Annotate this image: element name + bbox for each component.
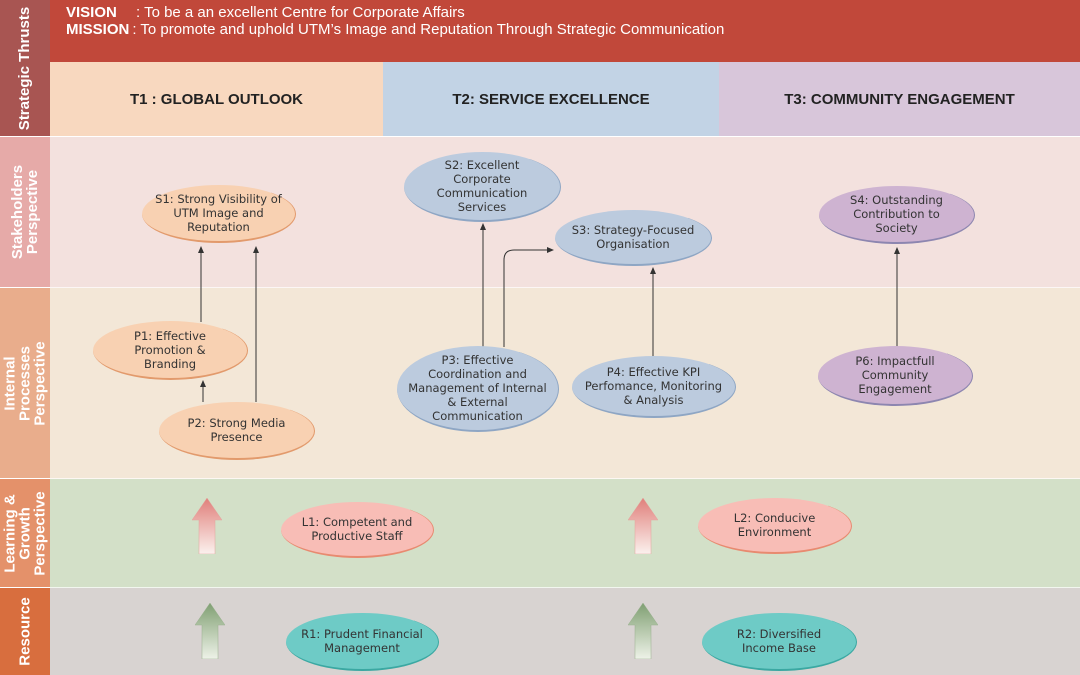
perspective-label: Internal Processes Perspective [1, 340, 49, 426]
perspective-label: Strategic Thrusts [16, 6, 34, 130]
vision-line: VISION : To be a an excellent Centre for … [66, 4, 465, 21]
objective-label: L1: Competent and Productive Staff [301, 515, 413, 543]
objective-l2[interactable]: L2: Conducive Environment [698, 498, 852, 554]
objective-r2[interactable]: R2: Diversified Income Base [702, 613, 857, 671]
mission-text: : To promote and uphold UTM’s Image and … [132, 21, 725, 38]
thrust-global-outlook: T1 : GLOBAL OUTLOOK [50, 62, 383, 136]
up-arrow-icon [628, 498, 658, 554]
up-arrow-icon [192, 498, 222, 554]
thrust-community-engagement: T3: COMMUNITY ENGAGEMENT [719, 62, 1080, 136]
divider [50, 478, 1080, 479]
objective-r1[interactable]: R1: Prudent Financial Management [286, 613, 439, 671]
objective-label: P2: Strong Media Presence [187, 416, 286, 444]
objective-s1[interactable]: S1: Strong Visibility of UTM Image and R… [142, 185, 296, 243]
objective-l1[interactable]: L1: Competent and Productive Staff [281, 502, 434, 558]
thrust-service-excellence: T2: SERVICE EXCELLENCE [383, 62, 719, 136]
vision-mission-banner [50, 0, 1080, 62]
perspective-learning-growth: Learning & Growth Perspective [0, 479, 50, 587]
perspective-label: Stakeholders Perspective [9, 164, 41, 260]
perspective-label: Resource [16, 597, 34, 666]
perspective-strategic-thrusts: Strategic Thrusts [0, 0, 50, 136]
perspective-label: Learning & Growth Perspective [1, 490, 49, 576]
objective-s2[interactable]: S2: Excellent Corporate Communication Se… [404, 152, 561, 222]
up-arrow-icon [195, 603, 225, 659]
mission-line: MISSION: To promote and uphold UTM’s Ima… [66, 21, 724, 38]
objective-label: S3: Strategy-Focused Organisation [571, 223, 695, 251]
thrust-label: T2: SERVICE EXCELLENCE [452, 90, 650, 108]
objective-label: P4: Effective KPI Perfomance, Monitoring… [584, 365, 723, 407]
band-learning-growth [50, 479, 1080, 588]
objective-p1[interactable]: P1: Effective Promotion & Branding [93, 321, 248, 380]
objective-label: P6: Impactfull Community Engagement [855, 354, 935, 396]
objective-label: L2: Conducive Environment [733, 511, 816, 539]
objective-label: R2: Diversified Income Base [736, 627, 822, 655]
perspective-internal-processes: Internal Processes Perspective [0, 288, 50, 478]
divider [50, 287, 1080, 288]
vision-text: : To be a an excellent Centre for Corpor… [136, 4, 465, 21]
thrust-label: T3: COMMUNITY ENGAGEMENT [784, 90, 1015, 108]
objective-p4[interactable]: P4: Effective KPI Perfomance, Monitoring… [572, 356, 736, 418]
perspective-stakeholders: Stakeholders Perspective [0, 137, 50, 287]
thrust-label: T1 : GLOBAL OUTLOOK [129, 90, 304, 108]
vision-label: VISION [66, 4, 117, 21]
objective-p6[interactable]: P6: Impactfull Community Engagement [818, 346, 973, 406]
objective-p3[interactable]: P3: Effective Coordination and Managemen… [397, 346, 559, 432]
mission-label: MISSION [66, 21, 130, 38]
objective-label: S1: Strong Visibility of UTM Image and R… [155, 192, 282, 234]
perspective-resource: Resource [0, 588, 50, 675]
divider [50, 587, 1080, 588]
objective-s4[interactable]: S4: Outstanding Contribution to Society [819, 186, 975, 244]
objective-label: P3: Effective Coordination and Managemen… [408, 353, 547, 423]
objective-label: S2: Excellent Corporate Communication Se… [436, 158, 528, 214]
objective-s3[interactable]: S3: Strategy-Focused Organisation [555, 210, 712, 266]
objective-label: R1: Prudent Financial Management [301, 627, 423, 655]
up-arrow-icon [628, 603, 658, 659]
objective-label: S4: Outstanding Contribution to Society [850, 193, 943, 235]
objective-p2[interactable]: P2: Strong Media Presence [159, 402, 315, 460]
band-resource [50, 588, 1080, 675]
objective-label: P1: Effective Promotion & Branding [134, 328, 206, 371]
